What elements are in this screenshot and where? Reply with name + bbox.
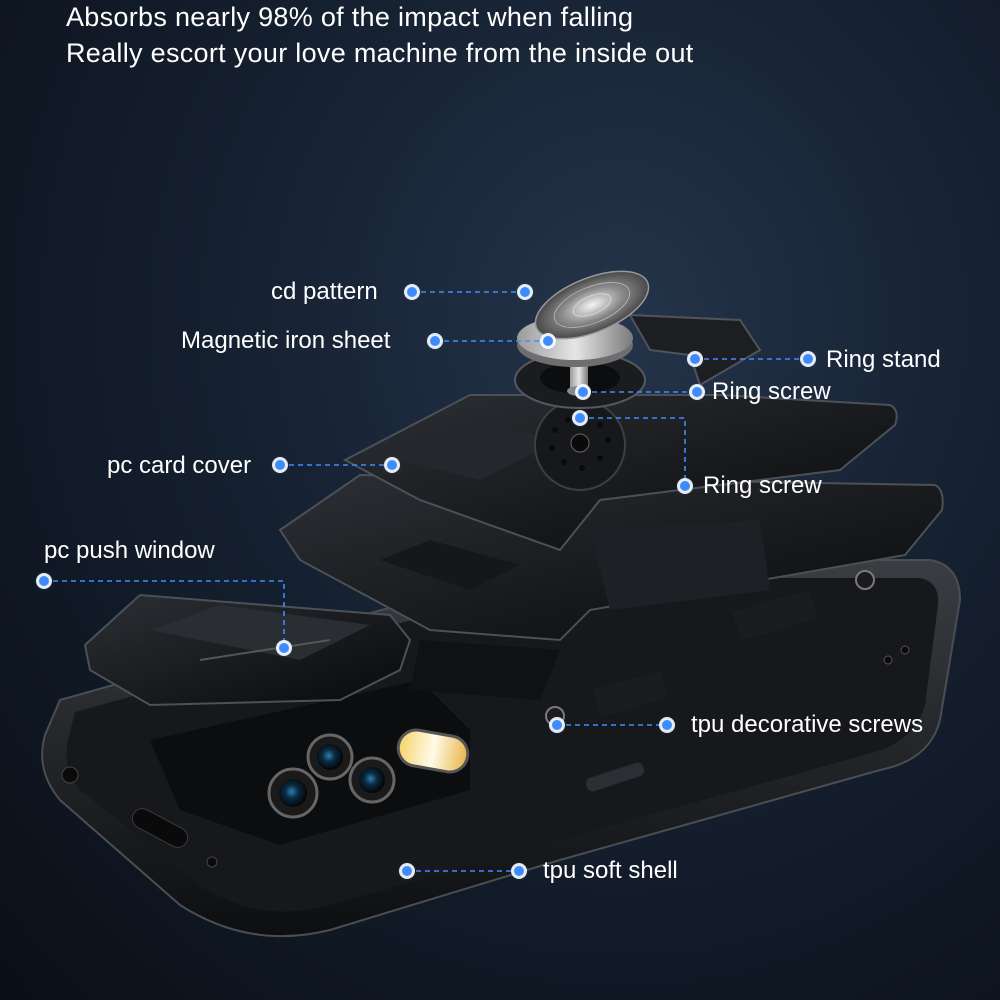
ring-base-plate — [342, 394, 898, 552]
callout-dot — [578, 387, 588, 397]
callout-dot — [552, 720, 562, 730]
callout-dot — [543, 336, 553, 346]
label-pc-card-cover: pc card cover — [107, 452, 252, 479]
label-tpu-decorative-screws: tpu decorative screws — [691, 711, 924, 738]
cd-pattern-part — [534, 270, 650, 340]
callout-dot — [514, 866, 524, 876]
label-magnetic-iron-sheet: Magnetic iron sheet — [181, 327, 391, 354]
label-pc-push-window: pc push window — [44, 537, 215, 564]
label-cd-pattern: cd pattern — [271, 278, 378, 305]
callout-dot — [39, 576, 49, 586]
callout-dot — [680, 481, 690, 491]
callout-dot — [402, 866, 412, 876]
callout-dot — [692, 387, 702, 397]
callout-dot — [387, 460, 397, 470]
label-tpu-soft-shell: tpu soft shell — [543, 857, 678, 884]
callout-dot — [407, 287, 417, 297]
label-ring-screw-bottom: Ring screw — [703, 472, 822, 499]
callout-dot — [690, 354, 700, 364]
callout-dot — [275, 460, 285, 470]
callout-dot — [430, 336, 440, 346]
camera-module — [150, 680, 470, 845]
label-ring-screw-top: Ring screw — [712, 378, 831, 405]
callout-dot — [575, 413, 585, 423]
label-ring-stand: Ring stand — [826, 346, 941, 373]
headline-line-1: Absorbs nearly 98% of the impact when fa… — [66, 2, 634, 32]
callout-leader-lines — [44, 291, 808, 872]
pc-card-cover-part — [278, 473, 944, 726]
callout-dot — [803, 354, 813, 364]
headline-line-2: Really escort your love machine from the… — [66, 38, 694, 68]
callout-dot — [520, 287, 530, 297]
callout-dot — [279, 643, 289, 653]
callout-dot — [662, 720, 672, 730]
pc-push-window-part — [83, 593, 412, 707]
